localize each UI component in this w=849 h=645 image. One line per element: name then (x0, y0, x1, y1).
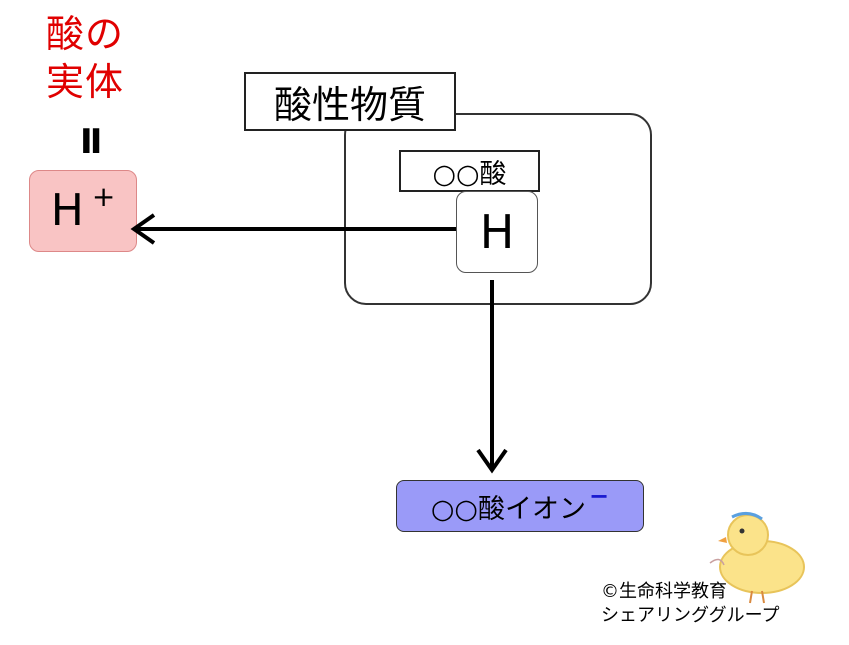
acid-ion-label: ○○酸イオン (430, 493, 586, 525)
credit-text: ©生命科学教育 シェアリンググループ (601, 580, 780, 628)
acid-name-label: ○○酸 (399, 150, 540, 192)
acid-ion-box: ○○酸イオン − (396, 480, 644, 532)
acid-entity-line2: 実体 (46, 60, 125, 104)
acid-entity-line1: 酸の (46, 12, 125, 56)
credit-line1: ©生命科学教育 (601, 581, 727, 602)
arrow-to-acid-ion (476, 280, 508, 474)
acid-ion-charge: − (589, 482, 610, 510)
hydrogen-ion-charge: + (91, 180, 116, 213)
chick-illustration (709, 512, 805, 604)
acid-entity-title: 酸の 実体 (46, 10, 146, 106)
acidic-substance-label: 酸性物質 (244, 72, 456, 131)
arrow-to-hydrogen-ion (130, 213, 456, 245)
hydrogen-ion-symbol: H (50, 185, 84, 236)
equal-symbol: Ⅱ (80, 122, 103, 162)
credit-line2: シェアリンググループ (601, 605, 780, 626)
hydrogen-ion-box: H + (29, 170, 137, 252)
hydrogen-atom-box: H (456, 191, 538, 273)
